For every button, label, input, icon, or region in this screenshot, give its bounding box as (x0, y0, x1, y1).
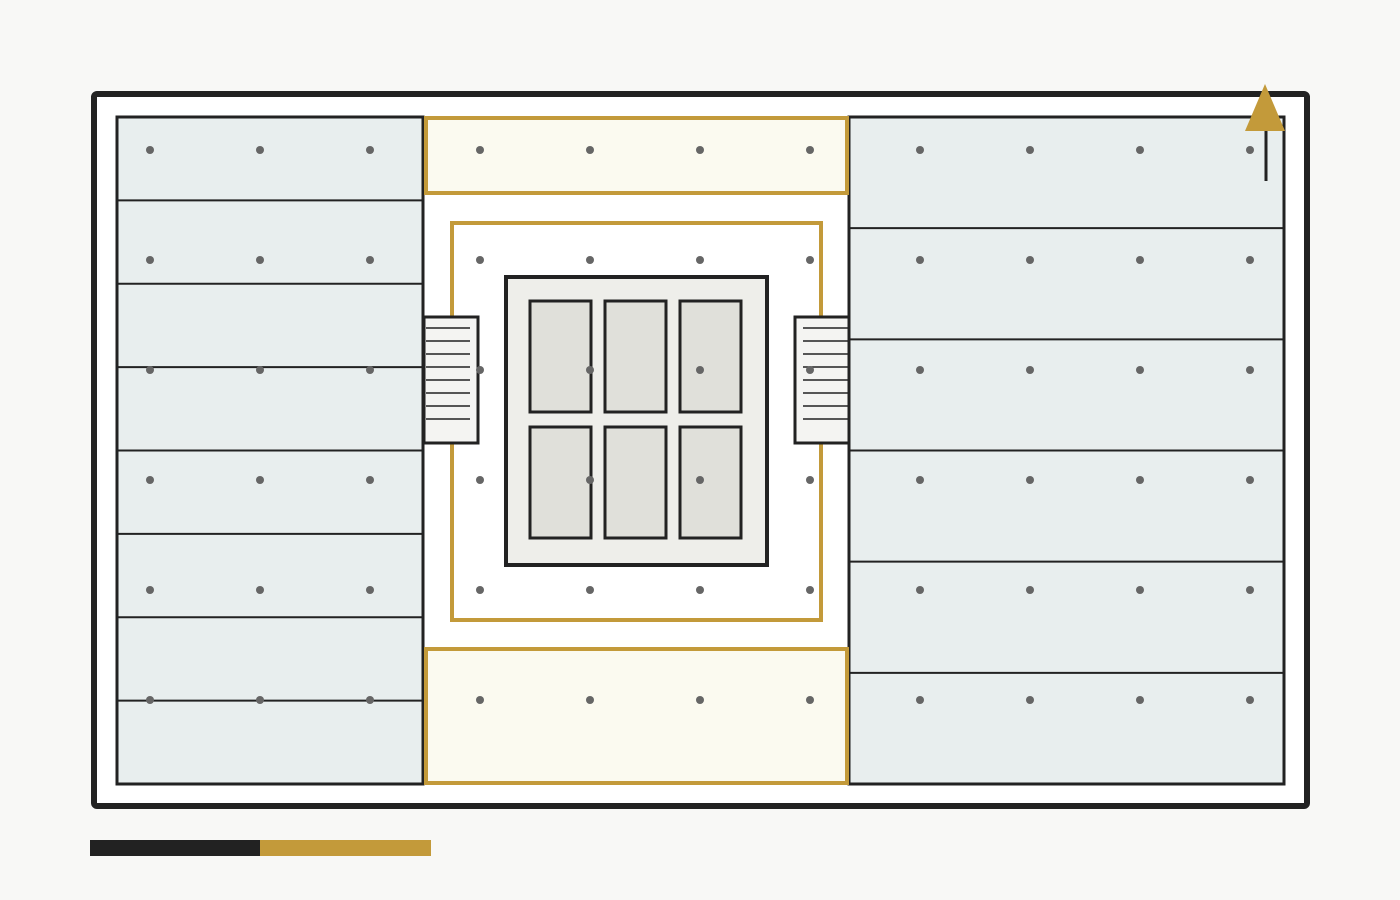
column-dot-icon (256, 476, 264, 484)
north-arrow-head (1245, 84, 1285, 131)
column-dot-icon (696, 586, 704, 594)
core-cell (603, 299, 668, 414)
column-dot-icon (146, 476, 154, 484)
central-zone (424, 116, 849, 785)
core-cell (528, 425, 593, 540)
column-dot-icon (1136, 696, 1144, 704)
column-dot-icon (586, 366, 594, 374)
column-dot-icon (1136, 366, 1144, 374)
column-dot-icon (476, 366, 484, 374)
column-dot-icon (366, 366, 374, 374)
column-dot-icon (476, 586, 484, 594)
column-dot-icon (916, 586, 924, 594)
column-dot-icon (146, 146, 154, 154)
scale-bar (90, 840, 431, 856)
column-dot-icon (256, 146, 264, 154)
column-dot-icon (696, 366, 704, 374)
column-dot-icon (806, 696, 814, 704)
column-dot-icon (1246, 696, 1254, 704)
column-dot-icon (696, 256, 704, 264)
column-dot-icon (366, 256, 374, 264)
column-dot-icon (696, 696, 704, 704)
column-dot-icon (806, 146, 814, 154)
column-dot-icon (256, 366, 264, 374)
column-dot-icon (366, 586, 374, 594)
column-dot-icon (806, 256, 814, 264)
column-dot-icon (1136, 146, 1144, 154)
column-dot-icon (696, 146, 704, 154)
core-cell (528, 299, 593, 414)
column-dot-icon (1026, 146, 1034, 154)
column-dot-icon (586, 586, 594, 594)
column-dot-icon (1246, 586, 1254, 594)
stair-right-treads (803, 327, 848, 420)
core-cell (678, 425, 743, 540)
column-dot-icon (1026, 256, 1034, 264)
column-dot-icon (916, 696, 924, 704)
south-band (424, 647, 849, 785)
column-dot-icon (1136, 586, 1144, 594)
column-dot-icon (806, 366, 814, 374)
column-dot-icon (1136, 256, 1144, 264)
column-dot-icon (146, 366, 154, 374)
column-dot-icon (476, 146, 484, 154)
column-dot-icon (1026, 586, 1034, 594)
column-dot-icon (146, 696, 154, 704)
right-wing (847, 115, 1286, 786)
column-dot-icon (476, 476, 484, 484)
core-cell (678, 299, 743, 414)
column-dot-icon (916, 146, 924, 154)
column-dot-icon (146, 586, 154, 594)
column-dot-icon (366, 476, 374, 484)
stair-left (422, 315, 480, 445)
column-dot-icon (1136, 476, 1144, 484)
column-grid (146, 146, 1254, 704)
column-dot-icon (586, 696, 594, 704)
column-dot-icon (586, 256, 594, 264)
column-dot-icon (916, 366, 924, 374)
column-dot-icon (1246, 146, 1254, 154)
column-dot-icon (366, 146, 374, 154)
right-wing-bay-dividers (850, 227, 1283, 674)
column-dot-icon (476, 256, 484, 264)
core-cell (603, 425, 668, 540)
north-arrow-icon (1245, 84, 1285, 181)
north-band (424, 116, 849, 195)
left-wing (115, 115, 425, 786)
stair-right (793, 315, 851, 445)
column-dot-icon (256, 696, 264, 704)
column-dot-icon (916, 476, 924, 484)
column-dot-icon (1246, 476, 1254, 484)
column-dot-icon (256, 256, 264, 264)
column-dot-icon (146, 256, 154, 264)
column-dot-icon (1246, 366, 1254, 374)
core-cells (528, 299, 743, 540)
column-dot-icon (1246, 256, 1254, 264)
column-dot-icon (806, 586, 814, 594)
column-dot-icon (916, 256, 924, 264)
column-dot-icon (366, 696, 374, 704)
column-dot-icon (1026, 476, 1034, 484)
column-dot-icon (256, 586, 264, 594)
column-dot-icon (1026, 366, 1034, 374)
scale-bar-segment-light (260, 840, 431, 856)
column-dot-icon (586, 476, 594, 484)
column-dot-icon (806, 476, 814, 484)
column-dot-icon (1026, 696, 1034, 704)
column-dot-icon (476, 696, 484, 704)
column-dot-icon (696, 476, 704, 484)
scale-bar-segment-dark (90, 840, 260, 856)
column-dot-icon (586, 146, 594, 154)
stair-left-treads (426, 327, 470, 420)
